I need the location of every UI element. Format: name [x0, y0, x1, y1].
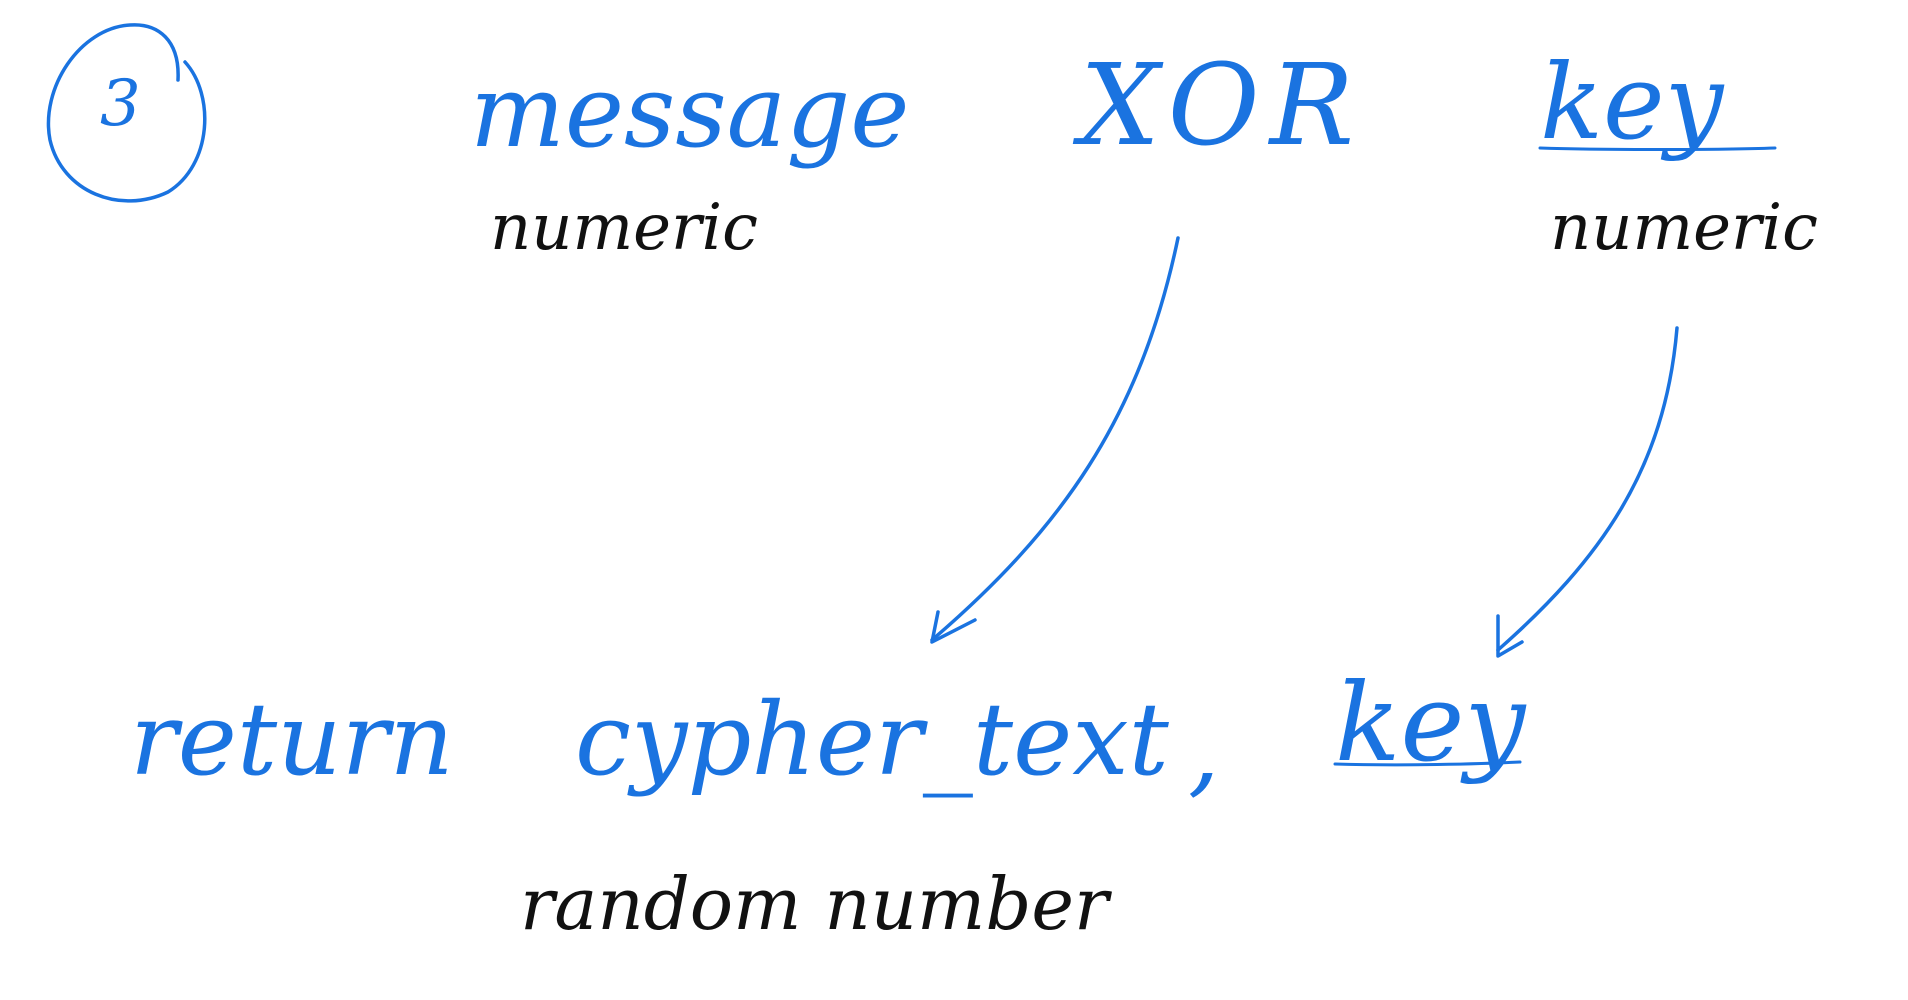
arrow-key-to-key-head [1496, 614, 1524, 658]
cypher-text-label: cypher_text [575, 681, 1169, 798]
key-type-annotation: numeric [1550, 191, 1818, 265]
key-scribble-stroke [1538, 146, 1777, 151]
random-number-annotation: random number [520, 862, 1109, 946]
key-label-top: key [1540, 41, 1724, 163]
key-label-bottom: key [1335, 661, 1526, 786]
step-circle [46, 23, 207, 203]
key-bottom-scribble-stroke [1333, 760, 1522, 767]
arrow-key-to-key [1496, 326, 1679, 652]
arrow-xor-to-cypher [930, 236, 1180, 642]
comma-separator: , [1188, 691, 1220, 808]
message-type-annotation: numeric [490, 191, 758, 265]
message-label: message [470, 53, 910, 170]
step-number: 3 [100, 67, 141, 141]
xor-operator: XOR [1080, 41, 1364, 171]
arrow-xor-to-cypher-head [930, 610, 977, 644]
return-keyword: return [130, 681, 454, 798]
